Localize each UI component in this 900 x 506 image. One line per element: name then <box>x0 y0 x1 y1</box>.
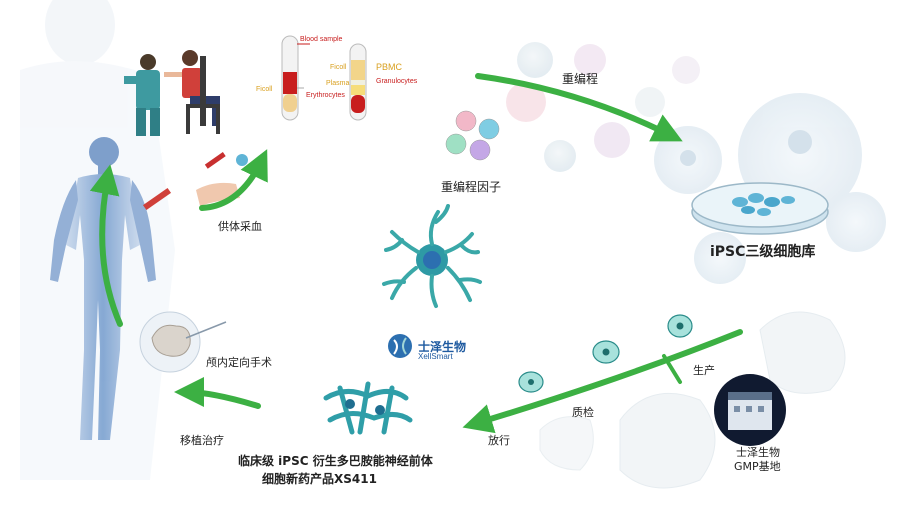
process-arrows <box>89 73 743 434</box>
reprogramming-factor-circles <box>445 110 500 161</box>
blood-tubes <box>281 35 367 121</box>
logo-name-en: XellSmart <box>418 352 453 361</box>
label-transplant: 移植治疗 <box>180 434 224 447</box>
label-gmp-site-line1: 士泽生物 <box>736 446 780 459</box>
neural-progenitor-cells <box>518 314 693 393</box>
label-production: 生产 <box>693 364 715 377</box>
tube-label-ficoll-left: Ficoll <box>256 86 273 93</box>
arrow-body-up <box>89 164 123 327</box>
arrow-blood-draw <box>199 149 268 211</box>
arrow-production <box>462 329 743 434</box>
label-quality-control: 质检 <box>572 406 594 419</box>
neuron-logo-graphic <box>382 204 482 308</box>
arrow-transplant <box>174 377 261 409</box>
label-surgery: 颅内定向手术 <box>206 356 272 369</box>
label-release: 放行 <box>488 434 510 447</box>
petri-dish <box>691 182 829 235</box>
tube-label-erythrocytes: Erythrocytes <box>306 92 345 99</box>
label-cell-bank: iPSC三级细胞库 <box>710 244 816 260</box>
label-product-line1: 临床级 iPSC 衍生多巴胺能神经前体 <box>238 454 433 468</box>
label-reprogramming-factors: 重编程因子 <box>441 180 502 194</box>
dopaminergic-cell-nuclei <box>345 399 385 415</box>
tube-label-pbmc: PBMC <box>376 62 403 72</box>
arrow-reprogramming <box>475 73 683 142</box>
gmp-facility-image <box>714 374 786 446</box>
tube-label-blood-sample: Blood sample <box>300 36 343 43</box>
label-gmp-site-line2: GMP基地 <box>734 460 781 473</box>
syringe-hand-illustration <box>142 152 248 211</box>
tube-label-ficoll: Ficoll <box>330 64 347 71</box>
doctor-patient-illustration <box>124 50 220 136</box>
company-logo-mark <box>388 334 412 358</box>
ipsc-cell-cluster <box>654 93 886 284</box>
dopaminergic-cell-cluster <box>323 381 413 435</box>
tube-label-plasma: Plasma <box>326 80 350 87</box>
tube-label-granulocytes: Granulocytes <box>376 78 418 85</box>
branch-ticks <box>662 354 682 384</box>
label-donor-blood: 供体采血 <box>218 220 262 233</box>
background-neuron-shapes <box>539 311 846 489</box>
logo-name-cn: 士泽生物 <box>418 340 467 354</box>
floating-cells <box>506 42 700 172</box>
label-product-line2: 细胞新药产品XS411 <box>262 472 377 486</box>
label-reprogramming: 重编程 <box>562 72 599 86</box>
brain-icon <box>139 311 227 373</box>
